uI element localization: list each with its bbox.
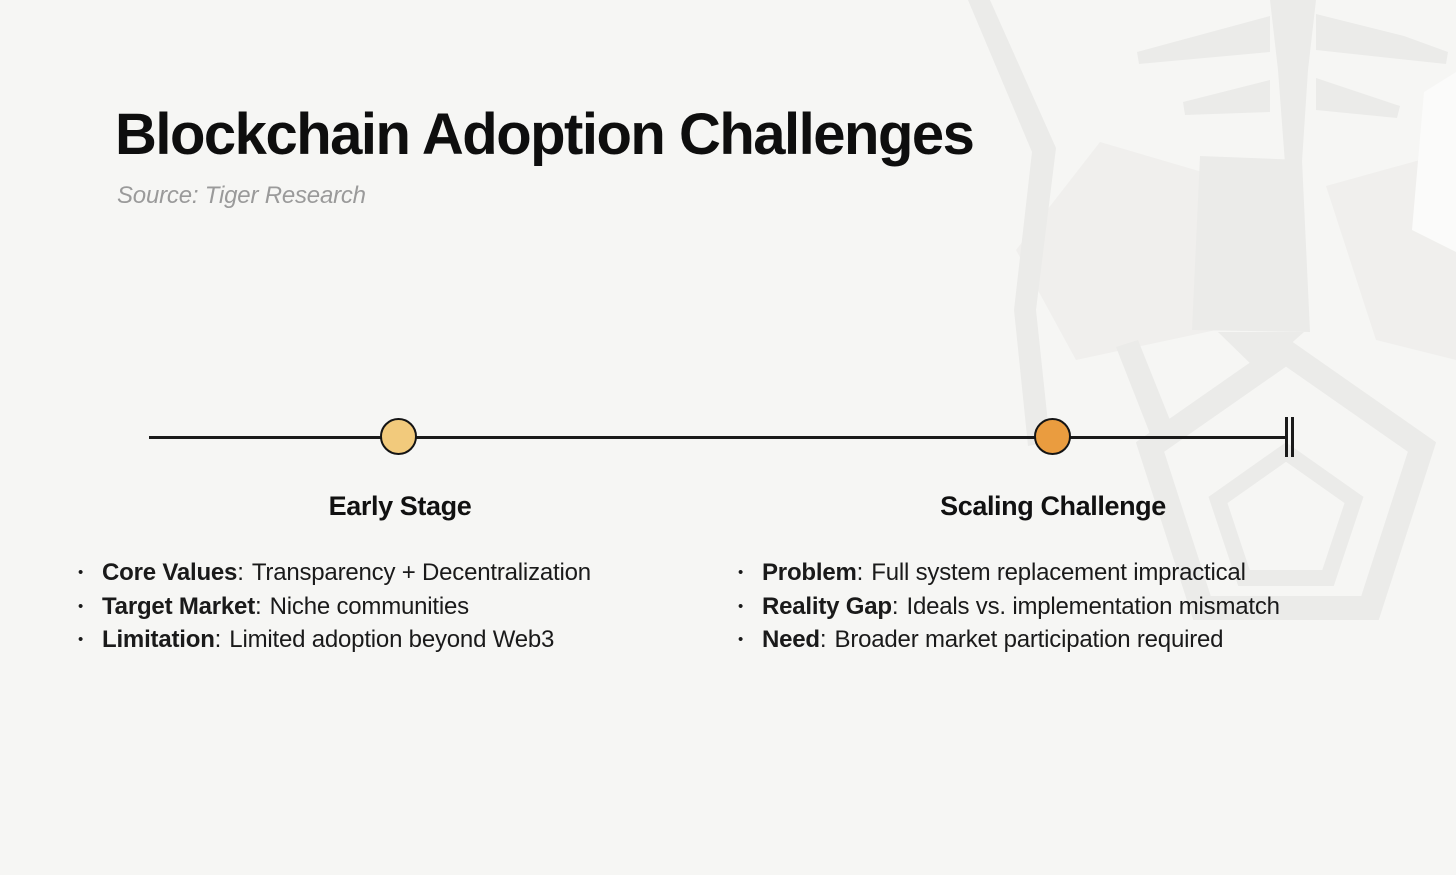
item-text: Full system replacement impractical — [871, 559, 1246, 586]
item-text: Ideals vs. implementation mismatch — [906, 592, 1280, 620]
bullet-icon: • — [738, 564, 744, 581]
item-separator: : — [891, 592, 899, 620]
list-item: • Need: Broader market participation requi… — [732, 623, 1280, 657]
item-label: Problem — [762, 559, 857, 586]
bullet-list-scaling-challenge: • Problem: Full system replacement impract… — [732, 556, 1280, 657]
item-label: Core Values — [102, 559, 238, 586]
bullet-icon: • — [738, 631, 744, 648]
item-separator: : — [856, 559, 864, 586]
item-separator: : — [255, 592, 262, 620]
timeline-dot-scaling-challenge — [1034, 418, 1071, 455]
end-marker-bar — [1291, 417, 1294, 457]
item-label: Need — [762, 626, 820, 653]
page-title: Blockchain Adoption Challenges — [115, 102, 975, 167]
timeline-dot-early-stage — [380, 418, 417, 455]
timeline-line — [149, 436, 1287, 439]
bullet-icon: • — [78, 631, 84, 648]
bullet-icon: • — [738, 597, 744, 615]
item-label: Limitation — [102, 626, 215, 653]
item-separator: : — [214, 626, 222, 653]
bullet-icon: • — [78, 564, 84, 581]
bullet-list-early-stage: • Core Values: Transparency + Decentraliza… — [72, 556, 591, 657]
milestone-label-early-stage: Early Stage — [328, 491, 472, 521]
milestone-label-scaling-challenge: Scaling Challenge — [940, 491, 1166, 521]
item-text: Limited adoption beyond Web3 — [229, 626, 555, 653]
item-text: Transparency + Decentralization — [251, 559, 591, 586]
item-text: Niche communities — [269, 592, 470, 620]
list-item: • Reality Gap:Ideals vs. implementation m… — [732, 590, 1280, 624]
item-separator: : — [237, 559, 244, 586]
list-item: • Core Values: Transparency + Decentraliza… — [72, 556, 591, 590]
item-label: Target Market — [102, 592, 256, 620]
end-marker-bar — [1285, 417, 1288, 457]
item-label: Reality Gap — [762, 592, 892, 620]
source-caption: Source: Tiger Research — [117, 182, 366, 209]
bullet-icon: • — [78, 597, 84, 615]
list-item: • Problem: Full system replacement impract… — [732, 556, 1280, 590]
list-item: • Limitation: Limited adoption beyond Web3 — [72, 623, 591, 657]
item-separator: : — [819, 626, 827, 653]
item-text: Broader market participation required — [834, 626, 1224, 653]
list-item: • Target Market:Niche communities — [72, 590, 591, 624]
